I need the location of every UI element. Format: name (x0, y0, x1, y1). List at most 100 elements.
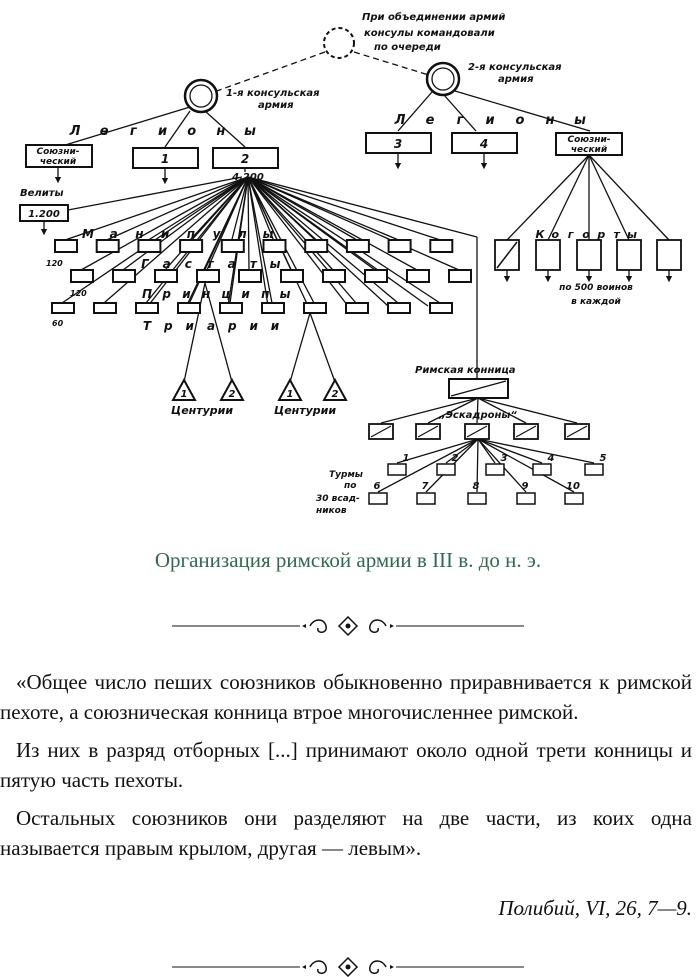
squadron-hatch (370, 425, 392, 438)
fan-turma (396, 438, 479, 464)
quote-block: «Общее число пеших союзников обыкновенно… (0, 667, 692, 871)
maniple-box (429, 239, 454, 253)
turma-box (368, 492, 388, 505)
dashed-link-left (213, 51, 326, 93)
quote-paragraph-3: Остальных союзников они разделяют на две… (0, 806, 692, 860)
cohorts-note: по 500 воинов (559, 283, 633, 293)
squadron-hatch (566, 425, 588, 438)
allied-label-2: Союзни- (567, 135, 610, 145)
army1-to-allied (61, 106, 191, 147)
fan-hastatus (247, 176, 418, 271)
princeps-box (93, 302, 117, 314)
figure-caption: Организация римской армии в III в. до н.… (154, 548, 542, 572)
principes-letter: ы (280, 287, 291, 301)
turma-number: 3 (501, 453, 508, 464)
velites-box (19, 204, 69, 222)
allied-label-1: Союзни- (36, 147, 79, 157)
cohorts-letter: К (536, 228, 546, 241)
cohorts-letter: о (582, 228, 590, 241)
legion-3-number: 3 (394, 137, 402, 151)
cohorts-letter: о (552, 228, 560, 241)
fan-triarius (247, 176, 349, 307)
turmae-label: Турмы (329, 470, 363, 480)
legion-1-box (132, 147, 199, 169)
cohorts-letter: ы (627, 228, 637, 241)
century-link (309, 312, 336, 383)
legion-2-box (212, 147, 279, 169)
hastati-letter: а (228, 257, 236, 271)
quote-paragraph-1: «Общее число пеших союзников обыкновенно… (0, 670, 692, 724)
fan-turma (445, 438, 479, 464)
allied-box-2 (555, 132, 623, 156)
squadron-hatch (417, 425, 439, 438)
cavalry-label: Римская конница (415, 365, 516, 376)
fan-princeps (247, 176, 273, 304)
ornament-divider-bottom (170, 957, 526, 977)
triarii-letter: а (207, 319, 215, 333)
legions-2-letter: о (516, 113, 525, 128)
legion-strength: 4.200 (231, 172, 264, 183)
turma-box (436, 463, 456, 476)
fan-cavalry (247, 176, 478, 238)
century-link (204, 282, 233, 383)
turma-box (584, 463, 604, 476)
turma-box (467, 492, 487, 505)
maniples-letter: п (187, 227, 195, 241)
centuries-label-1: Центурии (171, 404, 233, 417)
legion-3-box (365, 132, 432, 154)
century-number: 1 (287, 389, 294, 400)
maniples-letter: л (238, 227, 247, 241)
hastati-letter: ы (270, 257, 281, 271)
legions-2-letter: и (485, 113, 494, 128)
cohort-box (576, 239, 602, 271)
legion-2-number: 2 (241, 152, 249, 166)
fan-squadron (476, 397, 479, 424)
principes-letter: и (182, 287, 191, 301)
turma-number: 10 (566, 481, 580, 492)
fan-hastatus (247, 176, 250, 271)
hastatus-box (112, 269, 136, 283)
principes-letter: р (161, 287, 171, 301)
cohort-box (656, 239, 682, 271)
maniple-box (137, 239, 162, 253)
fan-triarius (187, 176, 249, 307)
maniple-box (54, 239, 78, 253)
fan-squadron (427, 397, 479, 424)
cohorts-letter: р (596, 228, 605, 241)
fan-hastatus (80, 176, 249, 271)
hastatus-box (322, 269, 346, 283)
legions-1-letter: и (158, 124, 167, 139)
joint-command-note: При объединении армий (362, 11, 505, 23)
fan-squadron (477, 397, 578, 424)
fan-triarius (247, 176, 429, 307)
hastatus-box (280, 269, 304, 283)
century-triangle (277, 377, 303, 401)
quote-source: Полибий, VI, 26, 7—9. (498, 896, 692, 920)
maniple-box (179, 239, 204, 253)
hastati-letter: т (250, 257, 258, 271)
legions-1-letter: г (130, 124, 138, 139)
hastatus-box (448, 269, 472, 283)
princeps-box (345, 302, 369, 314)
cohort-hatch (496, 241, 518, 269)
princeps-box (429, 302, 453, 314)
maniple-box (220, 239, 245, 253)
hastatus-box (406, 269, 430, 283)
fan-cohort (588, 154, 670, 241)
fan-turma (377, 438, 479, 493)
velites-count: 1.200 (28, 209, 60, 220)
turma-number: 5 (600, 453, 607, 464)
turma-number: 8 (473, 481, 480, 492)
army-1-label: армия (258, 100, 294, 111)
fan-hastatus (247, 176, 460, 271)
principes-letter: П (142, 287, 152, 301)
turmae-label: 30 всад- (316, 494, 360, 504)
turma-box (485, 463, 505, 476)
squadron-hatch (466, 425, 488, 438)
allied-label-2: ческий (571, 145, 608, 155)
turmae-label: по (344, 481, 356, 491)
velites-label: Велиты (20, 188, 64, 199)
maniples-letter: М (82, 227, 94, 241)
princeps-box (135, 302, 159, 314)
fan-hastatus (247, 176, 334, 271)
